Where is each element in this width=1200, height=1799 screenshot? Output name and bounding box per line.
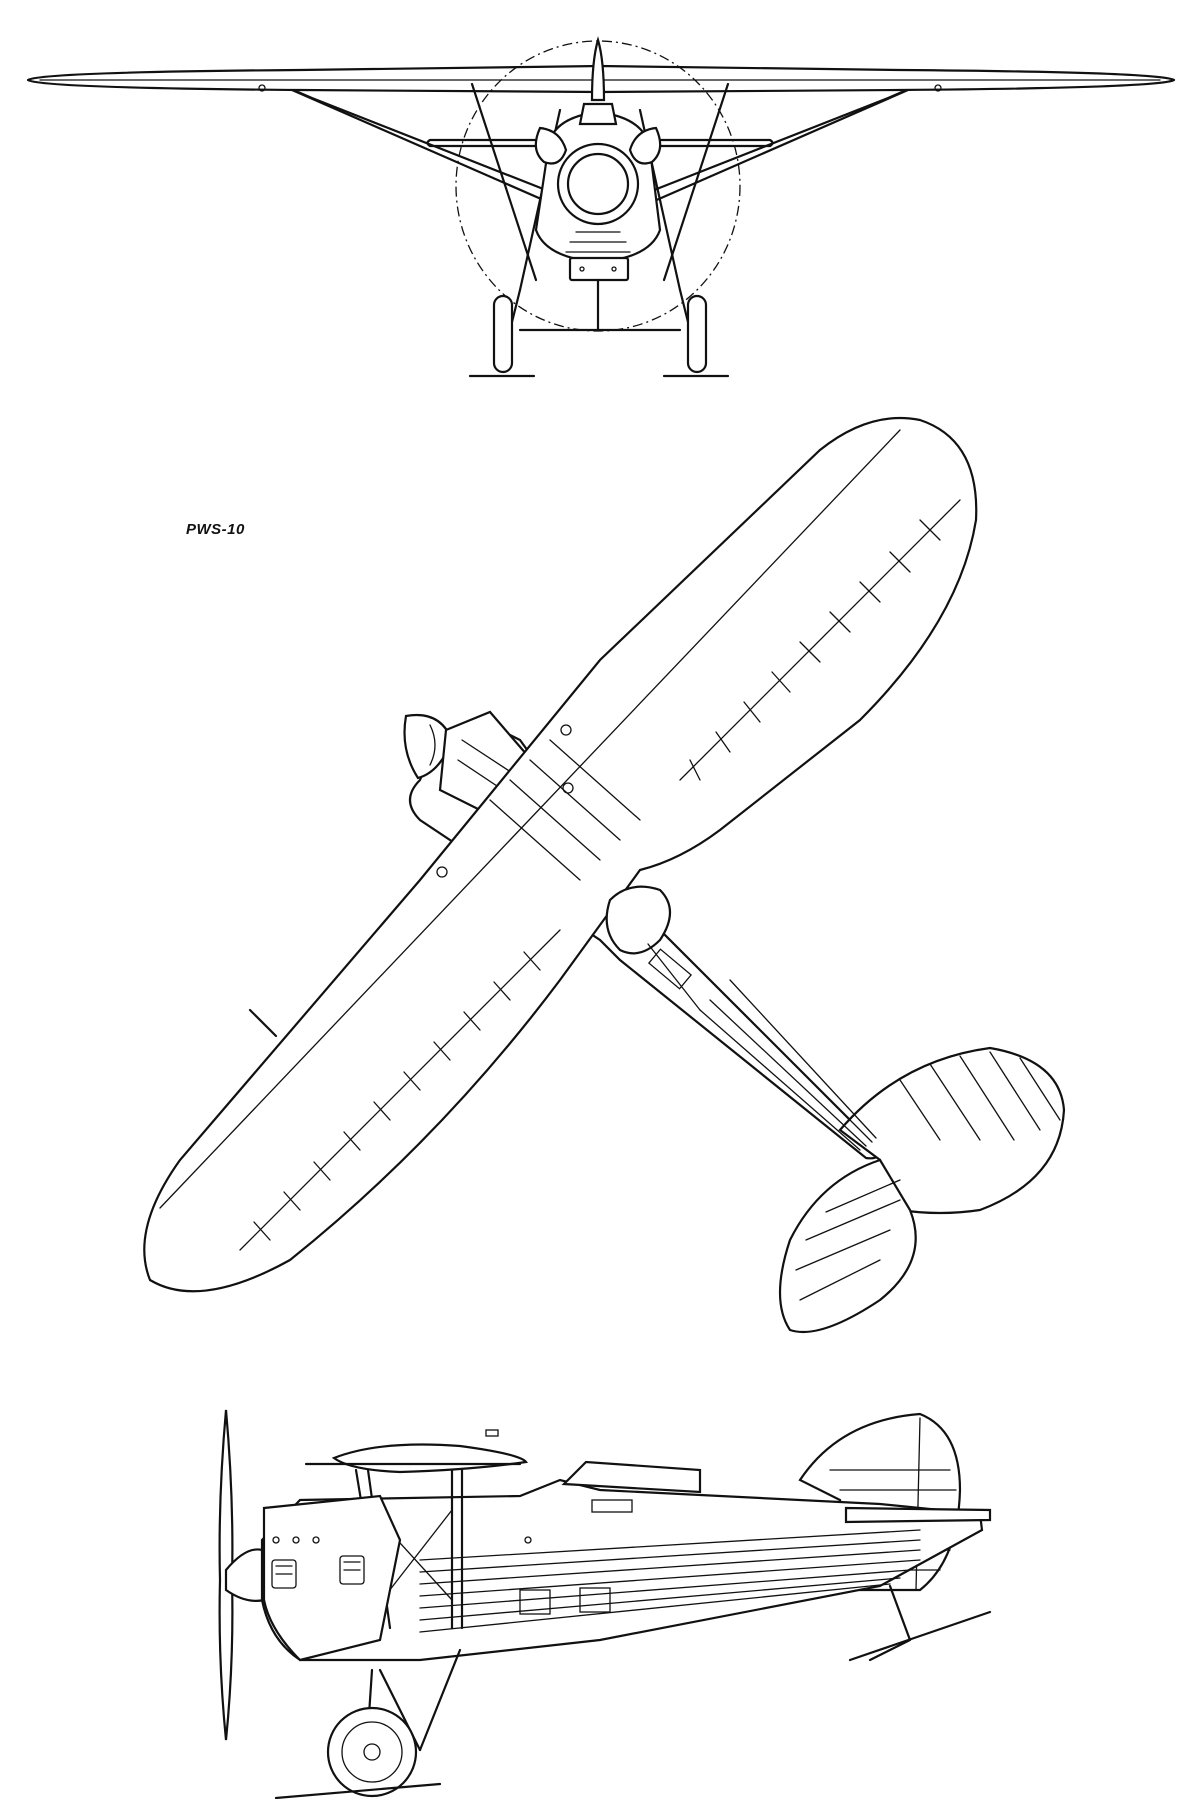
engine-cylinder-left — [534, 126, 568, 165]
fuselage-stringers — [699, 979, 877, 1151]
plan-view-tailplane-lower — [778, 1158, 917, 1334]
left-wheel — [492, 294, 514, 374]
tailplane-ribs — [795, 1051, 1061, 1301]
plan-view-tailplane — [838, 1046, 1066, 1215]
pitot-tube — [248, 1008, 278, 1038]
front-view-tailplane — [426, 138, 774, 148]
radiator — [568, 256, 630, 282]
side-view — [218, 1409, 992, 1799]
plan-view-spinner — [403, 713, 454, 780]
side-view-wing — [331, 1443, 528, 1474]
plan-view — [143, 416, 1066, 1334]
plan-view-wing — [143, 416, 978, 1293]
aircraft-label: PWS-10 — [186, 521, 245, 538]
side-view-wheel — [326, 1706, 418, 1798]
front-view-propeller-blade — [590, 36, 606, 102]
spinner — [566, 152, 630, 216]
centre-section-ribs — [489, 739, 641, 881]
engine-cylinder-right — [628, 126, 662, 165]
right-wheel — [686, 294, 708, 374]
side-fuselage-stringers — [419, 1529, 921, 1633]
side-view-landing-gear — [274, 1648, 462, 1799]
side-view-cockpit-fairing — [561, 1460, 702, 1494]
side-view-tailplane — [844, 1506, 992, 1524]
front-view-landing-gear — [468, 278, 730, 378]
lower-aileron-ribs — [239, 929, 561, 1251]
side-view-cowling — [262, 1494, 402, 1662]
upper-aileron-ribs — [679, 499, 961, 781]
cowling-louvres — [271, 1536, 365, 1589]
tail-skid — [868, 1584, 912, 1662]
engine-cylinder-top — [578, 102, 618, 126]
front-view-wing — [26, 64, 1176, 94]
front-view — [26, 36, 1176, 378]
plan-view-hatch — [647, 948, 693, 990]
plan-view-cockpit — [605, 885, 672, 955]
